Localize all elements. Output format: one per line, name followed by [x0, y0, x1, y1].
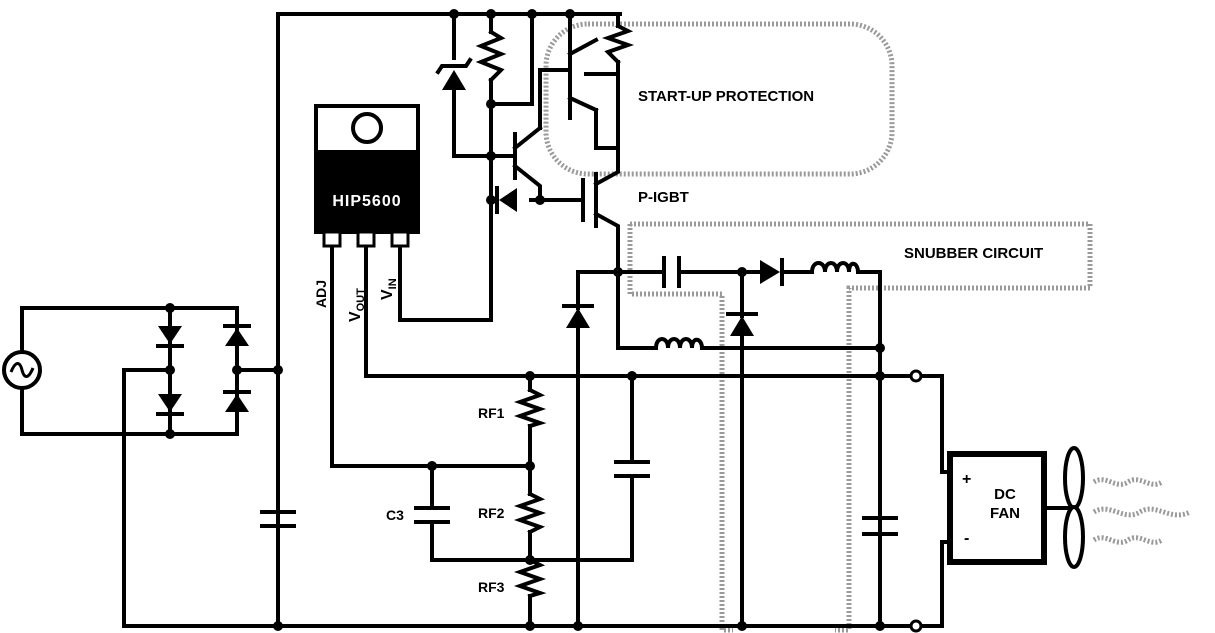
adj-label: ADJ: [313, 280, 329, 308]
capacitor-icons: [260, 256, 898, 536]
vin-main: V: [379, 289, 396, 300]
dc-fan: DC FAN + -: [947, 451, 1072, 565]
rf3-label: RF3: [478, 579, 505, 595]
fan-blade-icon: [1063, 446, 1085, 569]
rf1-label: RF1: [478, 405, 505, 421]
pigbt-label: P-IGBT: [638, 189, 689, 206]
inductor-icons: [653, 261, 861, 351]
vout-label: VOUT: [347, 288, 367, 322]
ac-source-icon: [2, 350, 42, 390]
hip5600-ic: HIP5600: [314, 104, 420, 248]
diode-icons: [495, 186, 784, 336]
vout-main: V: [347, 311, 364, 322]
fan-line1: DC: [994, 486, 1016, 503]
zener-diode-icon: [435, 57, 473, 90]
fan-line2: FAN: [990, 505, 1020, 522]
vout-sub: OUT: [355, 288, 367, 312]
snubber-circuit-label: SNUBBER CIRCUIT: [904, 245, 1043, 262]
rf2-label: RF2: [478, 505, 505, 521]
output-terminals: [909, 369, 923, 633]
airflow-icon: [1092, 477, 1192, 545]
junction-dots: [165, 9, 885, 631]
svg-text:VIN: VIN: [379, 278, 399, 300]
svg-text:VOUT: VOUT: [347, 288, 367, 322]
wiring: [20, 12, 952, 628]
ic-label: HIP5600: [332, 193, 401, 210]
fan-plus: +: [962, 471, 971, 488]
vin-sub: IN: [387, 278, 399, 289]
startup-protection-region: [543, 21, 895, 177]
bridge-diode-icons: [156, 324, 251, 416]
fan-minus: -: [964, 530, 969, 547]
resistor-icons: [475, 23, 635, 599]
vin-label: VIN: [379, 278, 399, 300]
snubber-circuit-region: [627, 221, 1093, 633]
startup-protection-label: START-UP PROTECTION: [638, 88, 814, 105]
c3-label: C3: [386, 507, 404, 523]
